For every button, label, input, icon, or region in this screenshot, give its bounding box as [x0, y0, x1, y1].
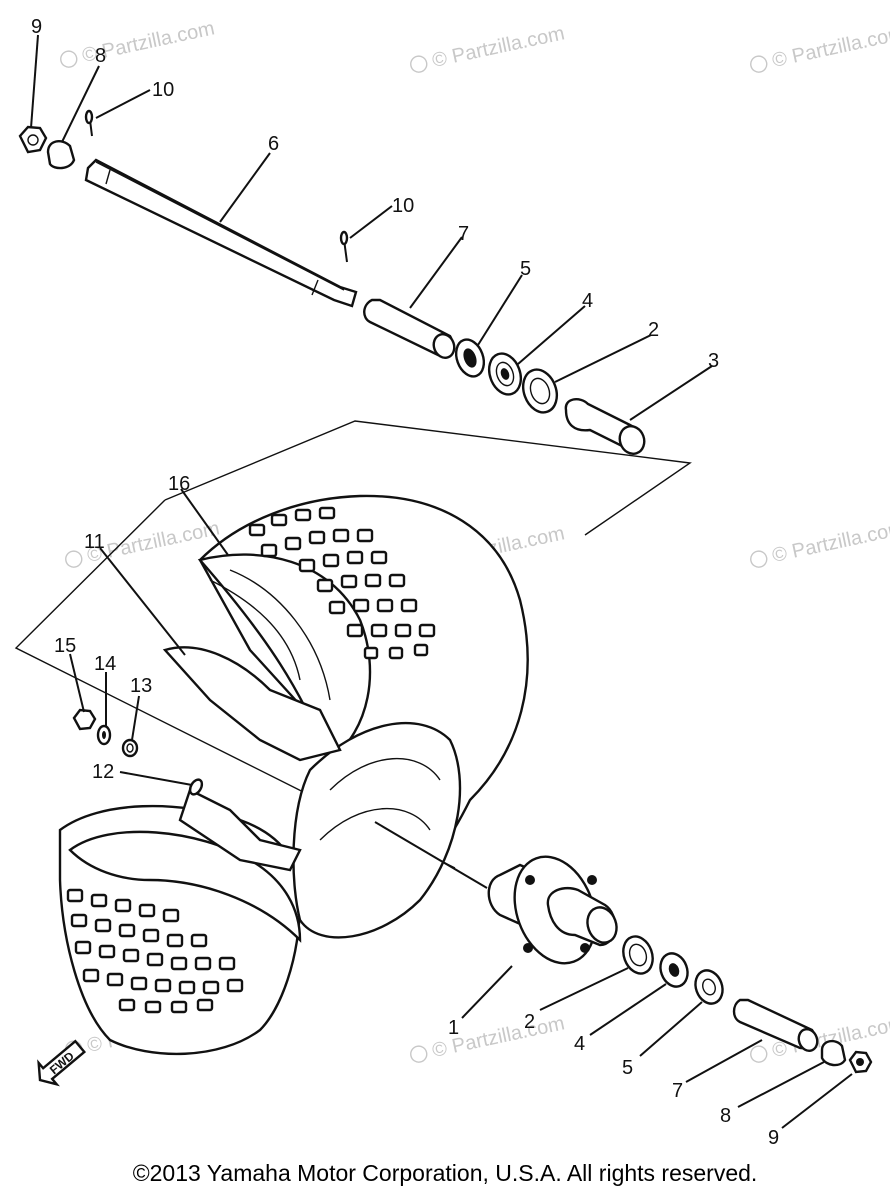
tire-tread-upper [248, 506, 436, 660]
spacer-lower [732, 998, 819, 1052]
callout-8: 8 [95, 45, 106, 67]
bearing-upper-2 [521, 368, 559, 414]
oil-seal-upper [454, 338, 486, 378]
cotter-pin-middle [339, 230, 349, 263]
spacer-upper [363, 298, 456, 359]
nut-15 [72, 708, 97, 731]
axle-shaft [84, 158, 358, 308]
oil-seal-lower [694, 969, 724, 1005]
callout-7: 7 [458, 223, 469, 245]
callout-4: 4 [574, 1033, 585, 1055]
collar-spacer-3 [564, 398, 646, 455]
callout-10: 10 [392, 195, 414, 217]
callout-5: 5 [622, 1057, 633, 1079]
callout-1: 1 [448, 1017, 459, 1039]
callout-8: 8 [720, 1105, 731, 1127]
collar-lower [820, 1039, 847, 1067]
callout-2: 2 [648, 319, 659, 341]
callout-7: 7 [672, 1080, 683, 1102]
callout-14: 14 [94, 653, 116, 675]
watermark: © Partzilla.com [770, 22, 890, 72]
copyright-notice: ©2013 Yamaha Motor Corporation, U.S.A. A… [132, 1160, 758, 1186]
watermark: © Partzilla.com [770, 517, 890, 567]
collar-top [46, 140, 76, 170]
callout-2: 2 [524, 1011, 535, 1033]
wheel-hub [487, 855, 618, 965]
washer-14 [96, 724, 112, 746]
callout-3: 3 [708, 350, 719, 372]
callout-9: 9 [31, 16, 42, 38]
callout-9: 9 [768, 1127, 779, 1149]
bearing-upper-4 [487, 352, 523, 396]
watermark: © Partzilla.com [430, 22, 566, 72]
axle-nut-lower [848, 1050, 873, 1074]
tire-tread-lower [66, 888, 244, 1014]
cotter-pin-top [84, 109, 94, 137]
callout-5: 5 [520, 258, 531, 280]
leader-lines [30, 34, 853, 1129]
callout-10: 10 [152, 79, 174, 101]
callout-labels: 9 8 10 6 10 7 5 4 2 3 16 11 15 14 13 12 … [31, 16, 779, 1149]
bearing-lower-4 [659, 952, 689, 988]
callout-11: 11 [84, 531, 105, 553]
bearing-lower-2 [622, 935, 654, 975]
callout-12: 12 [92, 761, 114, 783]
callout-16: 16 [168, 473, 190, 495]
tire-wheel-assembly [58, 494, 529, 1056]
callout-6: 6 [268, 133, 279, 155]
callout-15: 15 [54, 635, 76, 657]
washer-13 [121, 738, 139, 758]
axle-nut-top [18, 125, 48, 154]
callout-13: 13 [130, 675, 152, 697]
callout-4: 4 [582, 290, 593, 312]
